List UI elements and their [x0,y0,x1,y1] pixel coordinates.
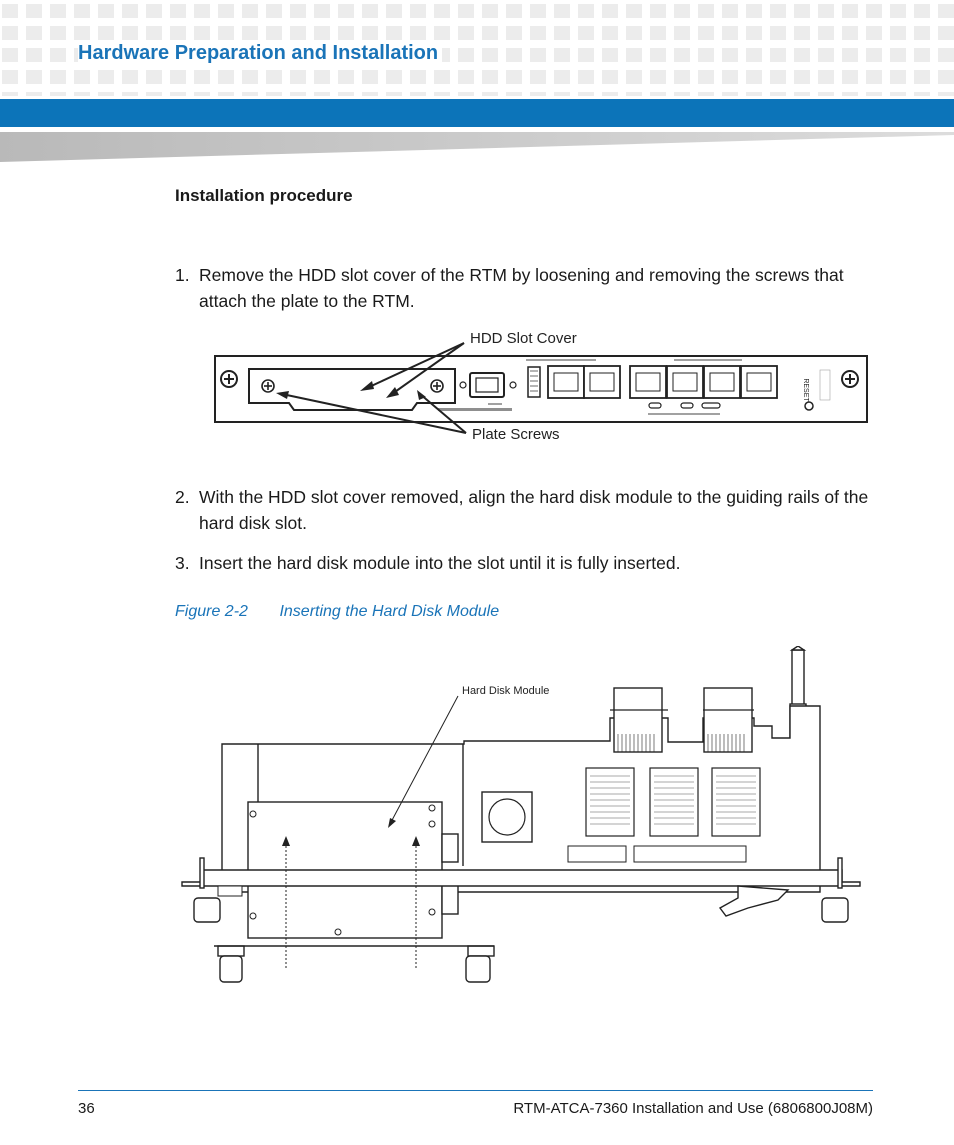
heat-sinks [585,767,761,837]
step-text: Insert the hard disk module into the slo… [199,553,681,573]
section-heading: Installation procedure [175,186,353,205]
page-number: 36 [78,1100,95,1117]
front-panel-strip [181,869,861,887]
footer-rule [78,1090,873,1091]
ejector-lever [791,649,805,707]
front-panel-figure: RESET HDD Slot Cover Plate Screws [214,330,868,443]
plate-screw-right-icon [430,379,444,393]
figure-label: Figure 2-2 [175,603,248,620]
hdd-slot-cover [248,368,456,411]
step-number: 2. [175,487,190,507]
plate-screw-left-icon [261,379,275,393]
ejector-handle [718,885,790,917]
header-dot-pattern [0,0,954,96]
panel-screw-right-icon [841,370,859,388]
usb-port [527,366,541,398]
callout-hdd-slot-cover: HDD Slot Cover [470,330,577,347]
panel-screw-left-icon [220,370,238,388]
insertion-direction-arrows [285,842,417,968]
step-number: 3. [175,553,190,573]
header-blue-bar [0,99,954,127]
reset-button-icon [804,401,814,411]
callout-arrows [281,342,467,434]
header-grey-wedge [0,132,954,162]
figure-title: Inserting the Hard Disk Module [279,603,500,620]
figure-caption: Figure 2-2 Inserting the Hard Disk Modul… [175,603,499,621]
thumb-screw-icons [193,857,849,983]
chapter-title: Hardware Preparation and Installation [78,40,443,67]
callout-hard-disk-module: Hard Disk Module [462,685,549,697]
step-3: 3. Insert the hard disk module into the … [175,550,875,576]
step-number: 1. [175,265,190,285]
step-text: Remove the HDD slot cover of the RTM by … [199,265,844,311]
step-text: With the HDD slot cover removed, align t… [199,487,869,533]
ethernet-port-group-1 [547,365,621,399]
step-2: 2. With the HDD slot cover removed, alig… [175,484,875,536]
step-1: 1. Remove the HDD slot cover of the RTM … [175,262,875,314]
reset-label: RESET [802,378,809,402]
document-reference: RTM-ATCA-7360 Installation and Use (6806… [513,1100,873,1117]
hard-disk-insertion-figure: Hard Disk Module [181,646,861,983]
ethernet-port-group-2 [629,365,778,399]
callout-plate-screws: Plate Screws [472,426,560,443]
